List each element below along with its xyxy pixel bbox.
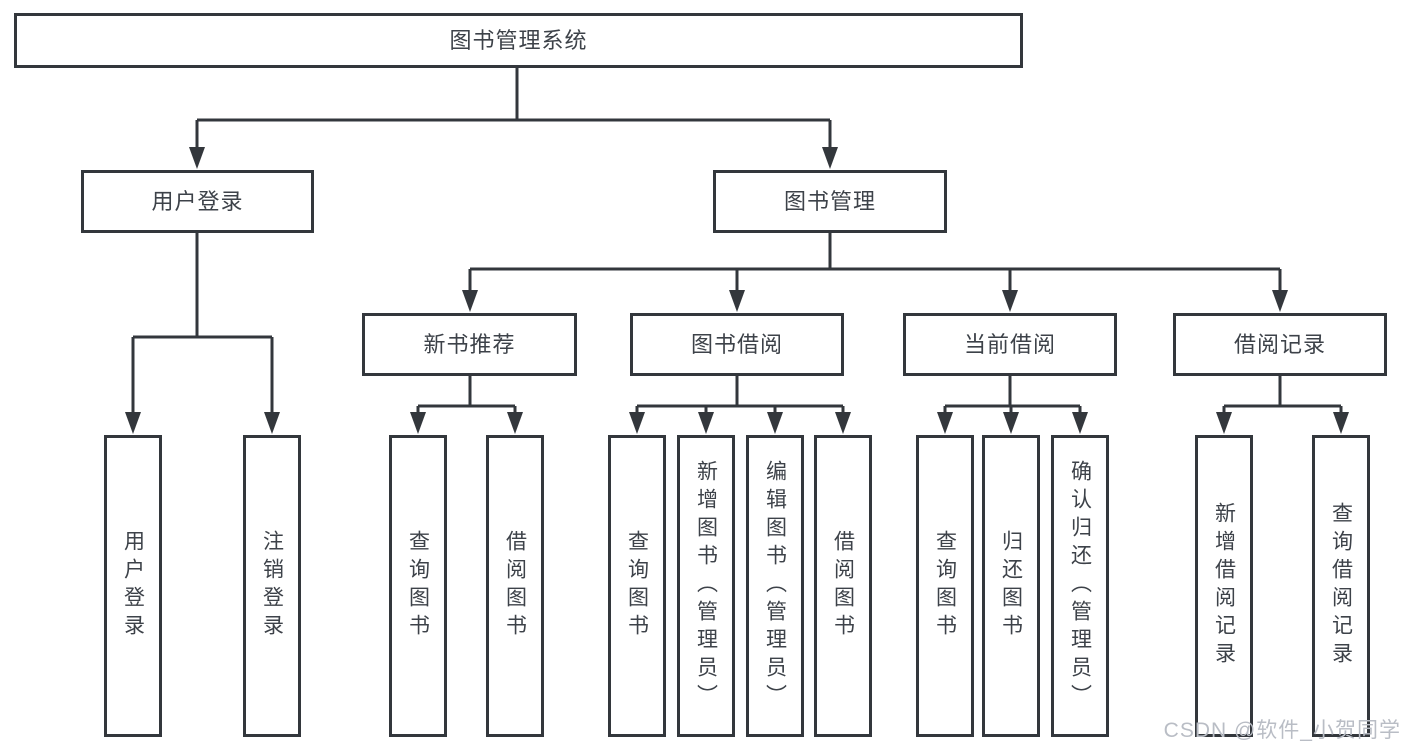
leaf-return-books: 归还图书	[982, 435, 1040, 737]
node-borrow-records: 借阅记录	[1173, 313, 1387, 376]
node-book-management: 图书管理	[713, 170, 947, 233]
node-new-book-recommend: 新书推荐	[362, 313, 577, 376]
leaf-confirm-return-admin: 确认归还（管理员）	[1051, 435, 1109, 737]
leaf-add-book-admin: 新增图书（管理员）	[677, 435, 735, 737]
leaf-query-borrow-record: 查询借阅记录	[1312, 435, 1370, 737]
leaf-logout-login: 注销登录	[243, 435, 301, 737]
leaf-query-books-borrow: 查询图书	[608, 435, 666, 737]
leaf-query-books-current: 查询图书	[916, 435, 974, 737]
node-user-login: 用户登录	[81, 170, 314, 233]
leaf-edit-book-admin: 编辑图书（管理员）	[746, 435, 804, 737]
leaf-query-books-recommend: 查询图书	[389, 435, 447, 737]
watermark-text: CSDN @软件_小贺同学	[1163, 719, 1401, 742]
node-book-borrow: 图书借阅	[630, 313, 844, 376]
node-root: 图书管理系统	[14, 13, 1023, 68]
node-current-borrow: 当前借阅	[903, 313, 1117, 376]
leaf-borrow-books: 借阅图书	[814, 435, 872, 737]
leaf-borrow-books-recommend: 借阅图书	[486, 435, 544, 737]
arrowhead-icons	[125, 147, 1349, 434]
leaf-user-login: 用户登录	[104, 435, 162, 737]
leaf-add-borrow-record: 新增借阅记录	[1195, 435, 1253, 737]
